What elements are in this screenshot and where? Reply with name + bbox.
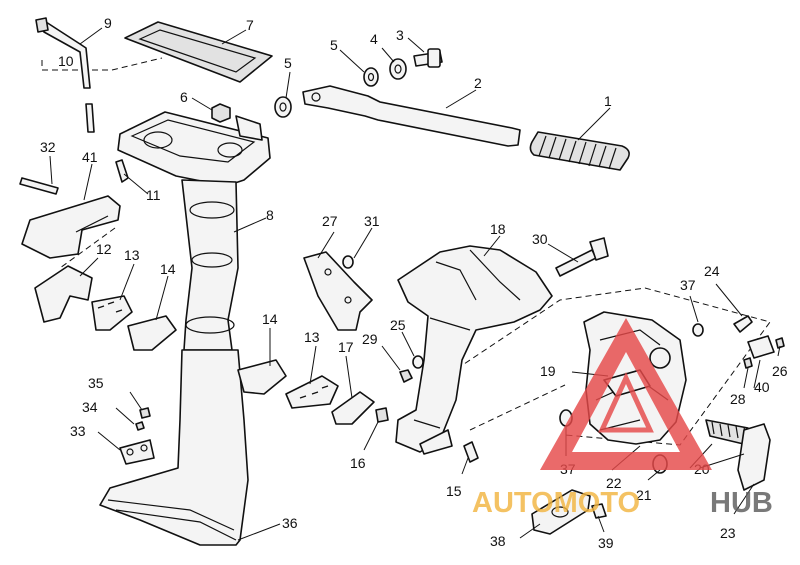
callout-11: 11	[146, 187, 161, 203]
callout-7: 7	[246, 17, 254, 33]
plate-38	[531, 489, 607, 535]
watermark-word-right: HUB	[710, 487, 773, 519]
callout-15: 15	[446, 483, 462, 499]
watermark-triangle-icon	[540, 318, 712, 470]
callout-5: 5	[284, 55, 292, 71]
callout-3: 3	[396, 27, 404, 43]
callout-10: 10	[58, 53, 74, 69]
callout-5: 5	[330, 37, 338, 53]
callout-31: 31	[364, 213, 380, 229]
callout-21: 21	[636, 487, 652, 503]
callout-16: 16	[350, 455, 366, 471]
callout-23: 23	[720, 525, 736, 541]
callout-29: 29	[362, 331, 378, 347]
drive-housing	[99, 111, 271, 546]
bracket-41	[19, 159, 129, 259]
callout-28: 28	[730, 391, 746, 407]
callout-34: 34	[82, 399, 98, 415]
callout-30: 30	[532, 231, 548, 247]
callout-14: 14	[160, 261, 176, 277]
gasket	[124, 21, 273, 83]
callout-37: 37	[680, 277, 696, 293]
callout-8: 8	[266, 207, 274, 223]
callout-12: 12	[96, 241, 112, 257]
callout-6: 6	[180, 89, 188, 105]
bracket-27	[303, 251, 373, 331]
callout-22: 22	[606, 475, 622, 491]
callout-4: 4	[370, 31, 378, 47]
watermark-word-left: AUTOMOTO	[472, 487, 640, 519]
callout-17: 17	[338, 339, 354, 355]
small-fasteners	[119, 355, 479, 465]
callout-18: 18	[490, 221, 506, 237]
callout-14: 14	[262, 311, 278, 327]
callout-25: 25	[390, 317, 406, 333]
assembly-guides	[41, 57, 771, 446]
mounts-center	[237, 359, 375, 425]
callout-9: 9	[104, 15, 112, 31]
tube	[35, 17, 95, 133]
nut	[211, 103, 231, 123]
callouts: 1 2 3 4 5 5 6 7 8 9 10 11 12 13 13 14 14…	[40, 15, 788, 551]
callout-19: 19	[540, 363, 556, 379]
callout-41: 41	[82, 149, 98, 165]
callout-36: 36	[282, 515, 298, 531]
long-bolt	[555, 237, 609, 277]
callout-32: 32	[40, 139, 56, 155]
callout-26: 26	[772, 363, 788, 379]
callout-39: 39	[598, 535, 614, 551]
callout-38: 38	[490, 533, 506, 549]
mounts-left	[34, 265, 177, 351]
grip	[529, 131, 630, 171]
callout-40: 40	[754, 379, 770, 395]
callout-13: 13	[124, 247, 140, 263]
callout-1: 1	[604, 93, 612, 109]
callout-35: 35	[88, 375, 104, 391]
callout-27: 27	[322, 213, 338, 229]
bolt-and-washers	[274, 48, 443, 118]
callout-24: 24	[704, 263, 720, 279]
clip-parts	[733, 315, 785, 369]
watermark: AUTOMOTO HUB	[472, 318, 773, 519]
callout-33: 33	[70, 423, 86, 439]
tiller-arm	[302, 85, 521, 147]
callout-2: 2	[474, 75, 482, 91]
callout-13: 13	[304, 329, 320, 345]
swivel-bracket	[395, 245, 553, 455]
